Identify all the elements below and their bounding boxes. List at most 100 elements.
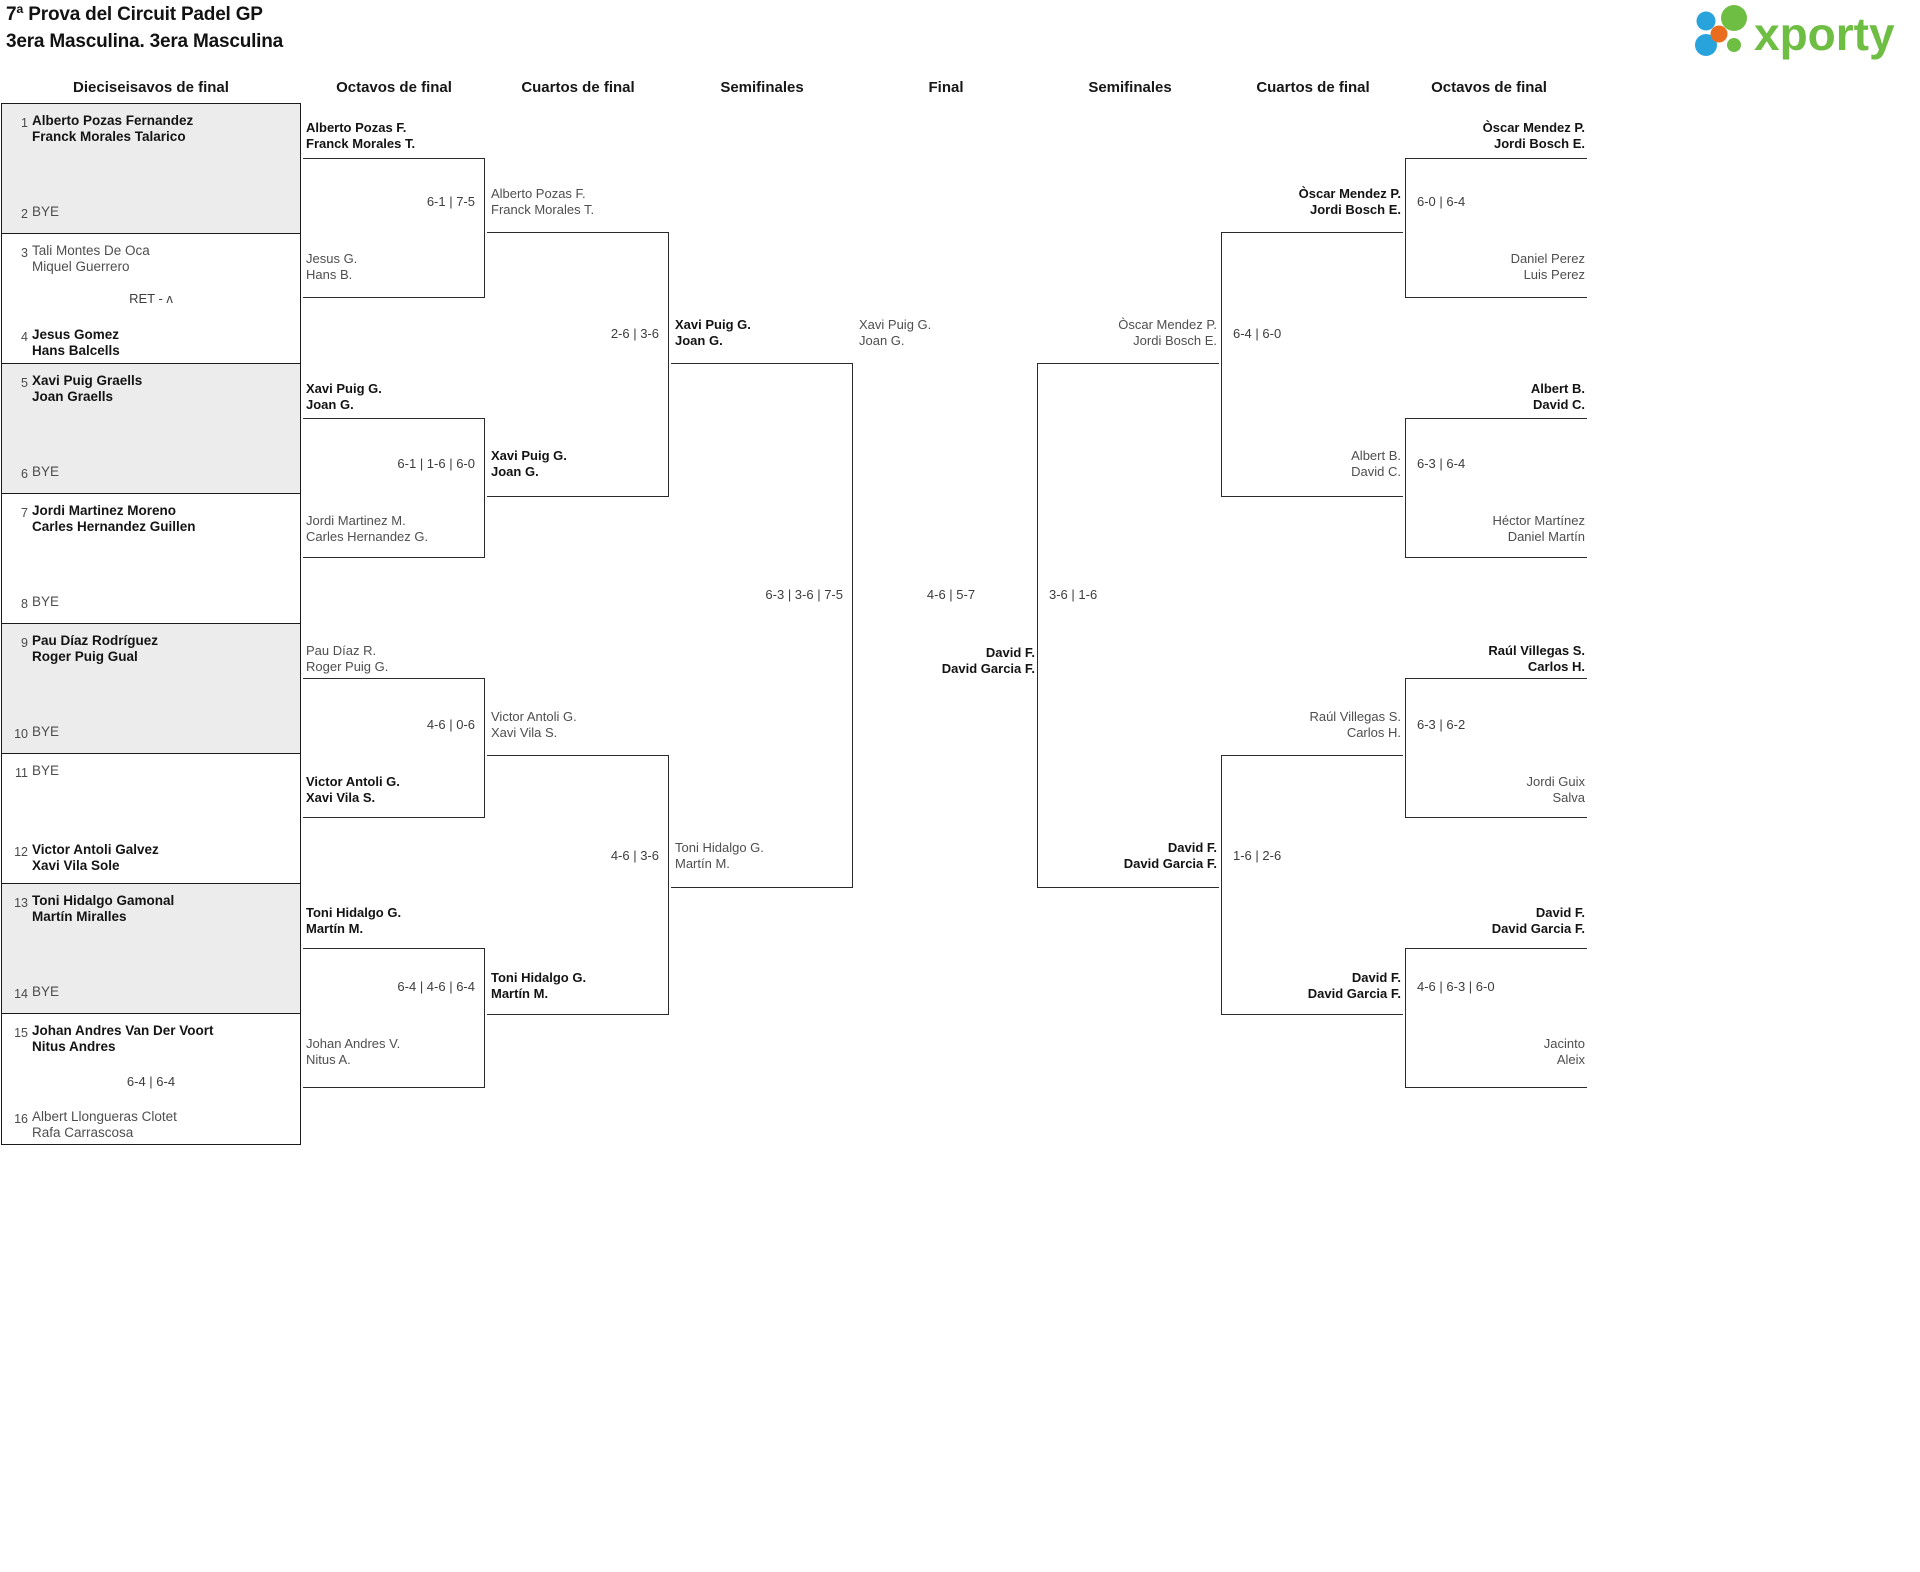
player-line-2: Hans B. [306,266,353,282]
match-player-names: Òscar Mendez P. Jordi Bosch E. [1221,186,1401,217]
seed-entry[interactable]: 13 Toni Hidalgo Gamonal Martín Miralles [2,893,300,924]
page-title: 7ª Prova del Circuit Padel GP 3era Mascu… [6,2,906,55]
seed-player-names: Pau Díaz Rodríguez Roger Puig Gual [32,633,158,664]
bracket-slot[interactable]: Albert B. David C. [1221,448,1401,479]
round-header-cuartos-right: Cuartos de final [1256,79,1370,96]
bracket-slot[interactable]: Òscar Mendez P. Jordi Bosch E. [1221,186,1401,217]
match-player-names: Héctor Martínez Daniel Martín [1405,513,1585,544]
tournament-category: 3era Masculina. 3era Masculina [6,31,284,52]
bracket-slot[interactable]: Alberto Pozas F. Franck Morales T. [306,120,486,151]
seed-entry[interactable]: 3 Tali Montes De Oca Miquel Guerrero [2,243,300,274]
seed-entry[interactable]: 14 BYE [2,984,300,1002]
seed-entry[interactable]: 4 Jesus Gomez Hans Balcells [2,327,300,358]
bracket-slot[interactable]: Òscar Mendez P. Jordi Bosch E. [1405,120,1585,151]
player-line-1: David F. [1351,970,1401,985]
seed-entry[interactable]: 9 Pau Díaz Rodríguez Roger Puig Gual [2,633,300,664]
bracket-slot[interactable]: Victor Antoli G. Xavi Vila S. [491,709,671,740]
player-line-2: Luis Perez [1523,266,1585,282]
seed-number: 6 [21,467,28,481]
bracket-slot[interactable]: Jordi Guix Salva [1405,774,1585,805]
bracket-connector [1405,678,1587,818]
bracket-slot[interactable]: Victor Antoli G. Xavi Vila S. [306,774,486,805]
seed-player-names: Albert Llongueras Clotet Rafa Carrascosa [32,1109,177,1140]
seed-number: 15 [14,1026,28,1040]
player-line-2: Nitus A. [306,1051,351,1067]
bracket-slot[interactable]: Raúl Villegas S. Carlos H. [1221,709,1401,740]
seed-match[interactable]: 5 Xavi Puig Graells Joan Graells 6 BYE [2,364,300,494]
seed-match[interactable]: 9 Pau Díaz Rodríguez Roger Puig Gual 10 … [2,624,300,754]
player-line-1: Victor Antoli G. [306,774,400,789]
bracket-slot[interactable]: Xavi Puig G. Joan G. [306,381,486,412]
bracket-slot[interactable]: Jacinto Aleix [1405,1036,1585,1067]
player-line-1: BYE [32,594,60,609]
seed-entry[interactable]: 2 BYE [2,204,300,222]
bracket-slot[interactable]: David F. David Garcia F. [1037,840,1217,871]
bracket-slot[interactable]: Toni Hidalgo G. Martín M. [491,970,671,1001]
seed-player-names: BYE [32,594,59,610]
seed-entry[interactable]: 15 Johan Andres Van Der Voort Nitus Andr… [2,1023,300,1054]
seed-entry[interactable]: 16 Albert Llongueras Clotet Rafa Carrasc… [2,1109,300,1140]
round-header-final: Final [928,79,964,96]
seed-player-names: Xavi Puig Graells Joan Graells [32,373,142,404]
bracket-slot[interactable]: David F. David Garcia F. [1405,905,1585,936]
seed-match[interactable]: 13 Toni Hidalgo Gamonal Martín Miralles … [2,884,300,1014]
seed-entry[interactable]: 1 Alberto Pozas Fernandez Franck Morales… [2,113,300,144]
bracket-slot[interactable]: Alberto Pozas F. Franck Morales T. [491,186,671,217]
player-line-1: Jacinto [1543,1036,1585,1051]
player-line-1: Jordi Martinez M. [306,513,406,528]
round-header-semifinales-right: Semifinales [1088,79,1172,96]
seed-number: 1 [21,116,28,130]
final-left-finalist[interactable]: Xavi Puig G. Joan G. [859,317,1039,348]
seed-player-names: BYE [32,204,59,220]
player-line-2: David C. [1351,463,1401,479]
player-line-2: Roger Puig G. [306,658,389,674]
player-line-2: Salva [1552,789,1585,805]
bracket-slot[interactable]: Johan Andres V. Nitus A. [306,1036,486,1067]
bracket-slot[interactable]: Xavi Puig G. Joan G. [675,317,855,348]
seed-entry[interactable]: 8 BYE [2,594,300,612]
match-player-names: David F. David Garcia F. [855,645,1035,676]
match-score: 4-6 | 0-6 [426,717,475,732]
seed-match[interactable]: 3 Tali Montes De Oca Miquel Guerrero RET… [2,234,300,364]
bracket-connector [671,363,853,888]
bracket-slot[interactable]: Toni Hidalgo G. Martín M. [675,840,855,871]
seed-entry[interactable]: 11 BYE [2,763,300,781]
player-line-1: Toni Hidalgo G. [491,970,587,985]
player-line-2: Joan G. [491,463,539,479]
player-line-1: Xavi Puig G. [859,317,932,332]
player-line-1: Òscar Mendez P. [1298,186,1401,201]
seed-entry[interactable]: 7 Jordi Martinez Moreno Carles Hernandez… [2,503,300,534]
player-line-2: David Garcia F. [1123,855,1217,871]
bracket-slot[interactable]: Jordi Martinez M. Carles Hernandez G. [306,513,486,544]
bracket-slot[interactable]: Héctor Martínez Daniel Martín [1405,513,1585,544]
seed-entry[interactable]: 12 Victor Antoli Galvez Xavi Vila Sole [2,842,300,873]
match-player-names: Toni Hidalgo G. Martín M. [491,970,671,1001]
match-player-names: David F. David Garcia F. [1221,970,1401,1001]
bracket-slot[interactable]: Jesus G. Hans B. [306,251,486,282]
final-champion[interactable]: David F. David Garcia F. [855,645,1035,676]
bracket-slot[interactable]: Daniel Perez Luis Perez [1405,251,1585,282]
bracket-slot[interactable]: Raúl Villegas S. Carlos H. [1405,643,1585,674]
bracket-slot[interactable]: Pau Díaz R. Roger Puig G. [306,643,486,674]
player-line-2: Jordi Bosch E. [1309,201,1401,217]
bracket-slot[interactable]: Xavi Puig G. Joan G. [491,448,671,479]
seed-entry[interactable]: 6 BYE [2,464,300,482]
bracket-connector [1037,363,1219,888]
player-line-1: Pau Díaz R. [306,643,377,658]
xporty-logo: xporty [1682,4,1918,60]
bracket-slot[interactable]: Albert B. David C. [1405,381,1585,412]
seed-entry[interactable]: 10 BYE [2,724,300,742]
bracket-slot[interactable]: David F. David Garcia F. [1221,970,1401,1001]
player-line-2: Carles Hernandez G. [306,528,429,544]
match-player-names: Raúl Villegas S. Carlos H. [1221,709,1401,740]
bracket-slot[interactable]: Òscar Mendez P. Jordi Bosch E. [1037,317,1217,348]
bracket-slot[interactable]: Toni Hidalgo G. Martín M. [306,905,486,936]
seed-match[interactable]: 7 Jordi Martinez Moreno Carles Hernandez… [2,494,300,624]
seed-match[interactable]: 1 Alberto Pozas Fernandez Franck Morales… [2,104,300,234]
player-line-2: Franck Morales T. [491,201,595,217]
seed-match[interactable]: 15 Johan Andres Van Der Voort Nitus Andr… [2,1014,300,1144]
seed-match[interactable]: 11 BYE 12 Victor Antoli Galvez Xavi Vila… [2,754,300,884]
seed-entry[interactable]: 5 Xavi Puig Graells Joan Graells [2,373,300,404]
player-line-1: Victor Antoli Galvez [32,842,159,857]
player-line-1: Jesus G. [306,251,358,266]
